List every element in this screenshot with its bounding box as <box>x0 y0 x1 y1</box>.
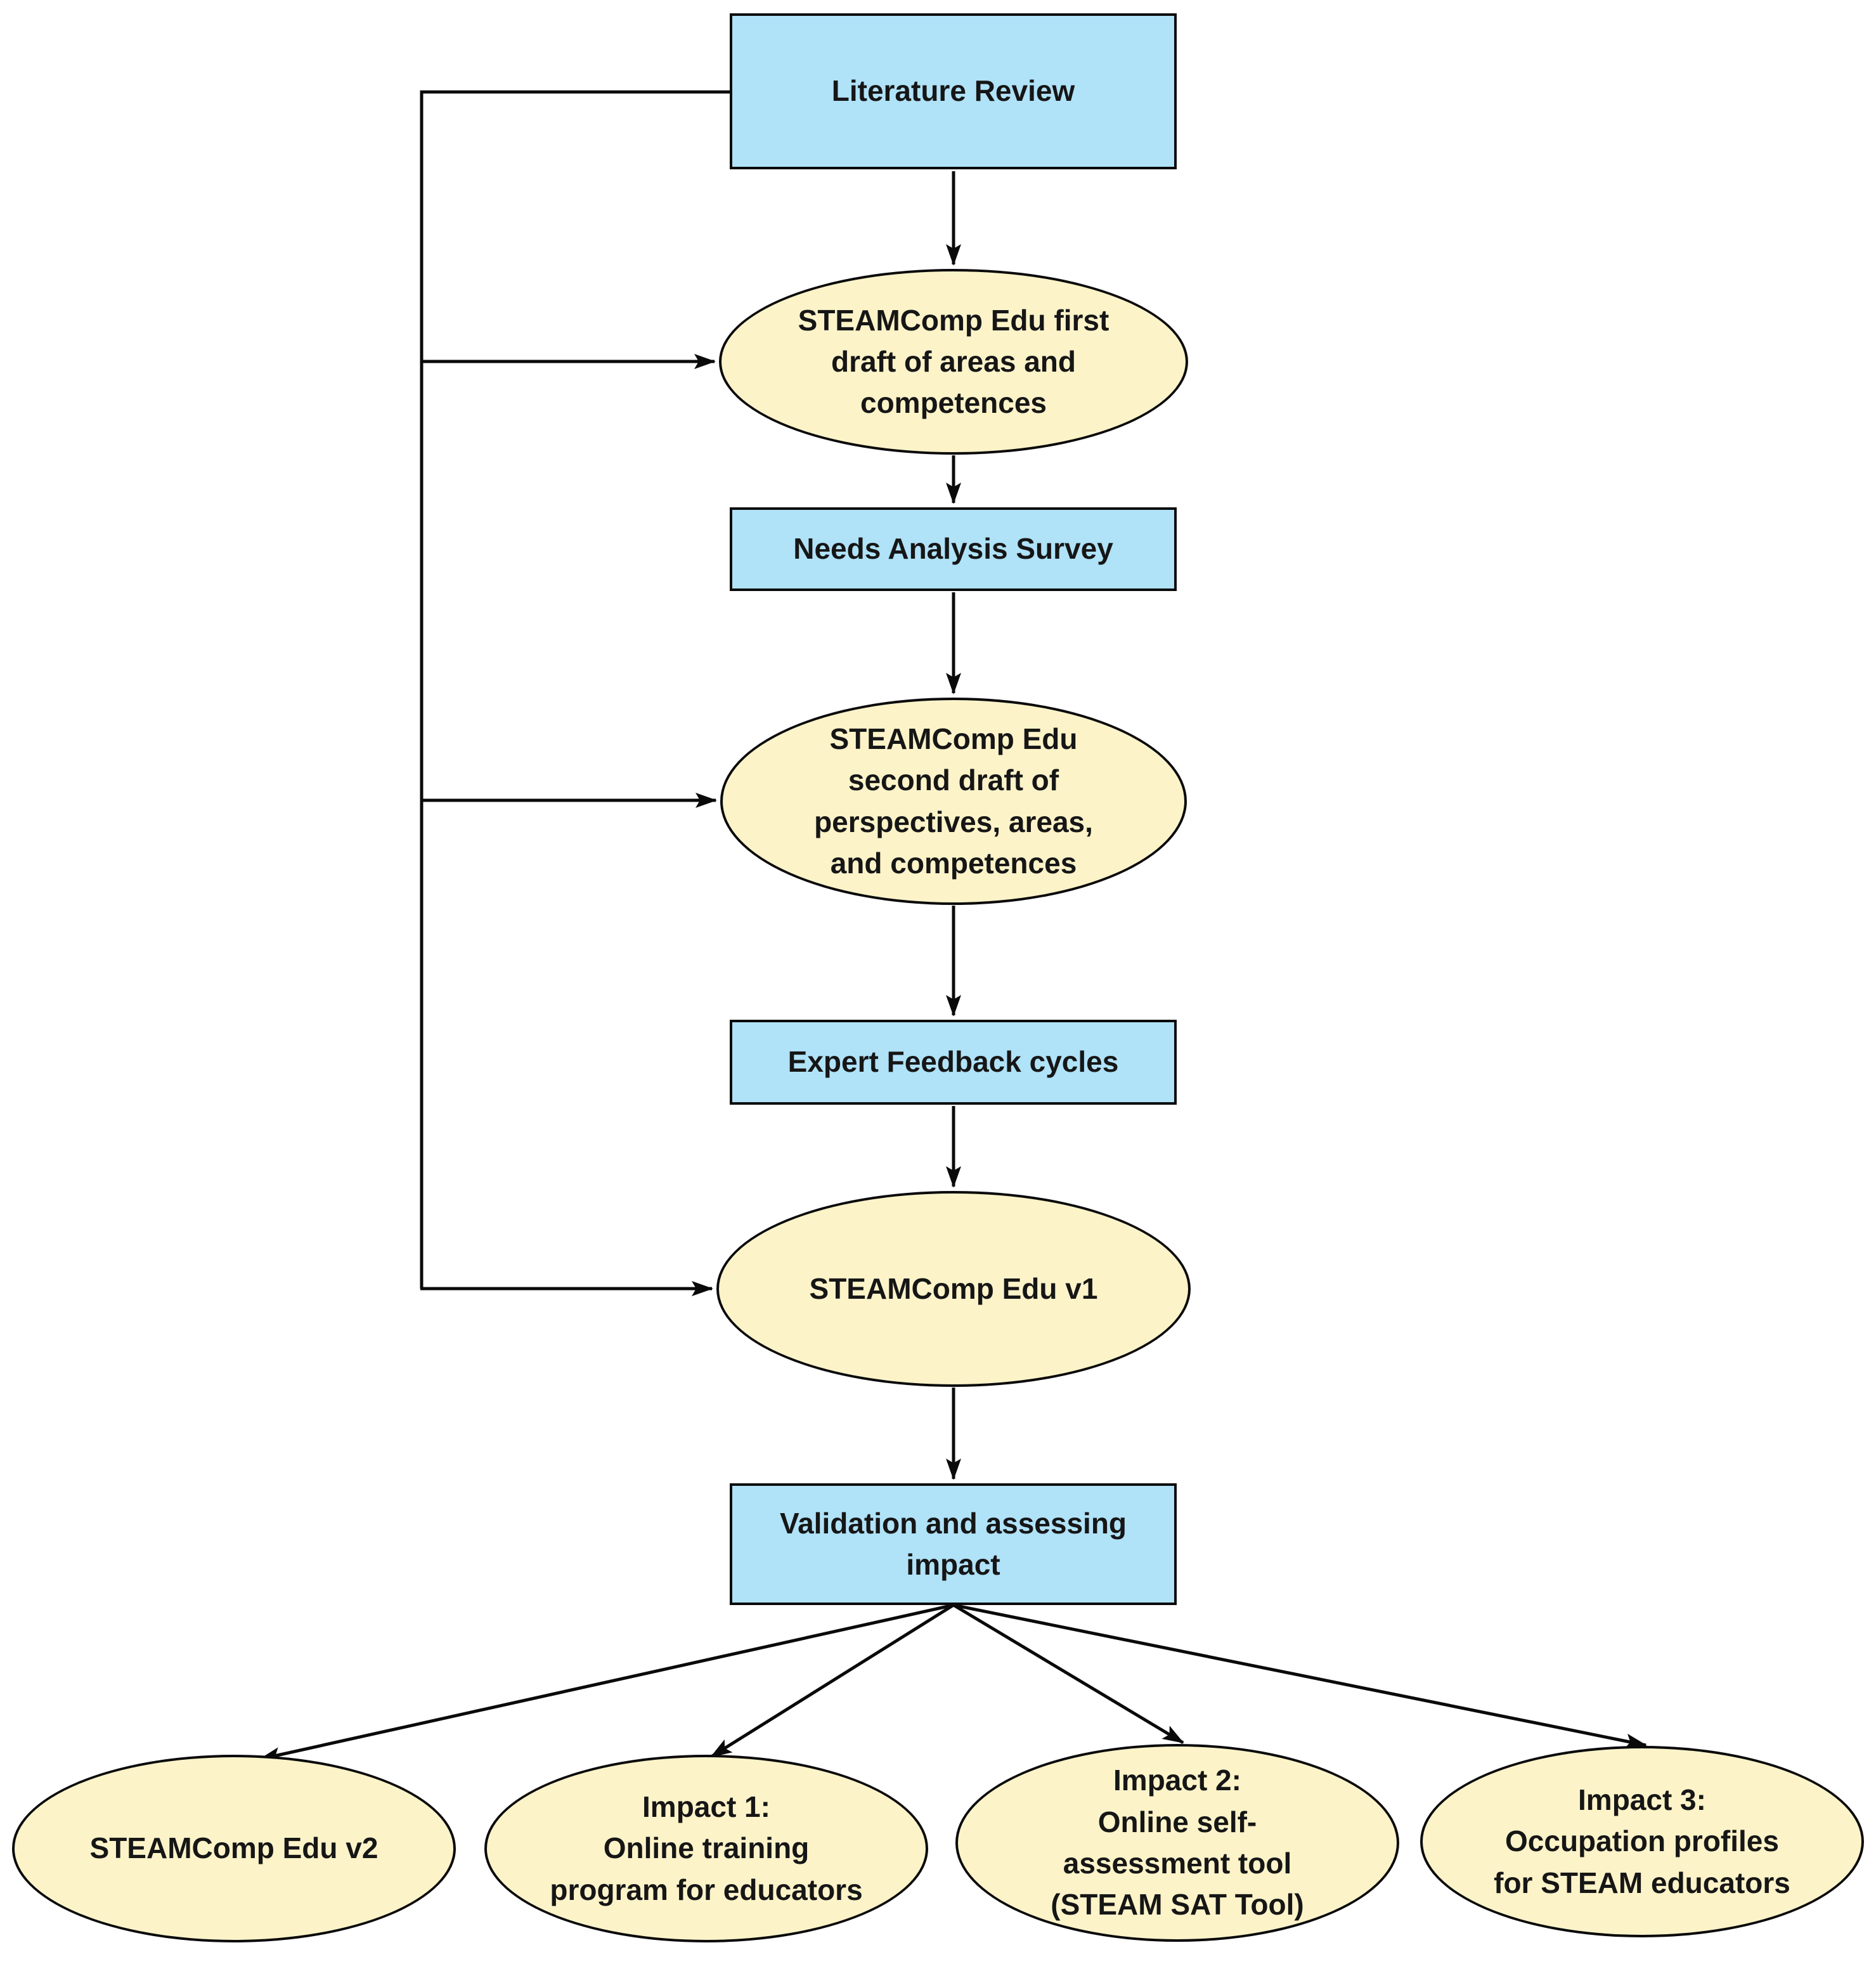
node-label: Literature Review <box>831 74 1075 108</box>
node-impact-3-ellipse: Impact 3: Occupation profiles for STEAM … <box>1420 1746 1864 1937</box>
node-steamcomp-edu-v2-ellipse: STEAMComp Edu v2 <box>12 1755 456 1942</box>
node-impact-2-ellipse: Impact 2: Online self- assessment tool (… <box>955 1744 1399 1942</box>
node-label: Needs Analysis Survey <box>793 532 1113 566</box>
node-label: Expert Feedback cycles <box>787 1045 1119 1079</box>
node-label: STEAMComp Edu second draft of perspectiv… <box>814 722 1093 880</box>
node-validation-assessing-impact: Validation and assessing impact <box>730 1483 1177 1605</box>
node-label: Impact 2: Online self- assessment tool (… <box>1051 1764 1304 1922</box>
node-label: Validation and assessing impact <box>779 1506 1127 1581</box>
node-expert-feedback-cycles: Expert Feedback cycles <box>730 1020 1177 1105</box>
node-label: STEAMComp Edu v1 <box>809 1271 1098 1305</box>
edge-validation-to-impact3 <box>953 1603 1647 1749</box>
node-second-draft-ellipse: STEAMComp Edu second draft of perspectiv… <box>720 698 1187 905</box>
node-impact-1-ellipse: Impact 1: Online training program for ed… <box>484 1755 928 1942</box>
edge-validation-to-impact2 <box>952 1603 1184 1745</box>
node-steamcomp-edu-v1-ellipse: STEAMComp Edu v1 <box>716 1191 1191 1387</box>
node-label: Impact 1: Online training program for ed… <box>550 1790 863 1906</box>
edge-validation-to-v2 <box>259 1603 954 1762</box>
node-needs-analysis-survey: Needs Analysis Survey <box>730 507 1177 591</box>
edge-feedback-trunk <box>420 90 730 1289</box>
node-label: STEAMComp Edu first draft of areas and c… <box>798 303 1109 420</box>
edge-validation-to-impact1 <box>710 1603 955 1759</box>
node-literature-review: Literature Review <box>730 13 1177 169</box>
node-label: STEAMComp Edu v2 <box>89 1831 378 1865</box>
node-first-draft-ellipse: STEAMComp Edu first draft of areas and c… <box>719 269 1188 455</box>
node-label: Impact 3: Occupation profiles for STEAM … <box>1494 1783 1790 1899</box>
